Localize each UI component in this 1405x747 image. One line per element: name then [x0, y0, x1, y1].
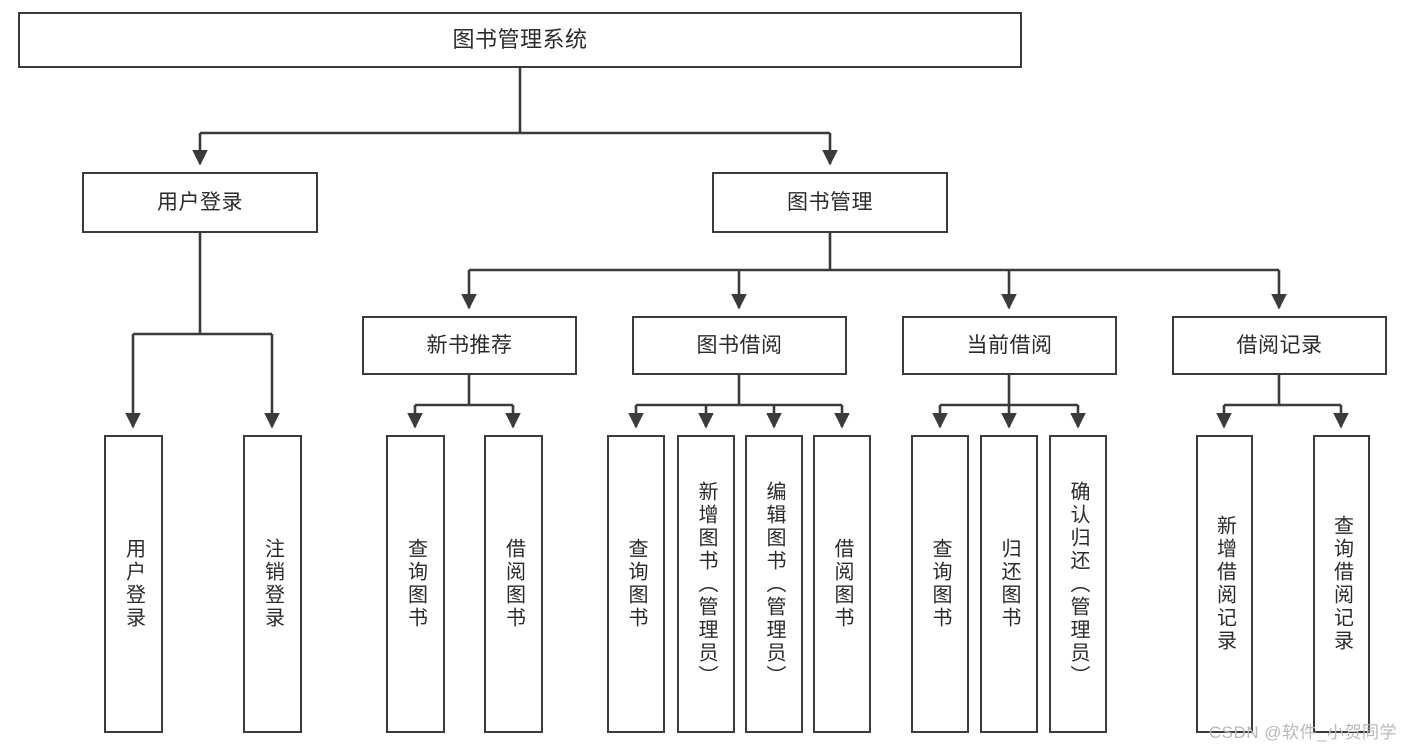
leaf-new-book-query[interactable]: 查询图书 [386, 435, 445, 733]
leaf-user-login-logout[interactable]: 注销登录 [243, 435, 302, 733]
node-book-management-label: 图书管理 [787, 190, 873, 214]
leaf-borrow-book-edit[interactable]: 编辑图书（管理员） [745, 435, 803, 733]
node-new-book-recommend-label: 新书推荐 [426, 333, 513, 357]
node-new-book-recommend[interactable]: 新书推荐 [362, 316, 577, 375]
leaf-new-book-borrow[interactable]: 借阅图书 [484, 435, 543, 733]
node-borrow-record-label: 借阅记录 [1236, 333, 1323, 357]
leaf-borrow-book-edit-label: 编辑图书（管理员） [763, 480, 785, 688]
leaf-current-borrow-return-label: 归还图书 [998, 538, 1020, 630]
node-book-management[interactable]: 图书管理 [712, 172, 948, 233]
leaf-new-book-query-label: 查询图书 [404, 538, 427, 630]
leaf-current-borrow-confirm-label: 确认归还（管理员） [1067, 480, 1089, 688]
leaf-borrow-book-borrow-label: 借阅图书 [831, 538, 853, 630]
leaf-borrow-record-add-label: 新增借阅记录 [1213, 515, 1236, 653]
leaf-borrow-book-query[interactable]: 查询图书 [607, 435, 665, 733]
node-root[interactable]: 图书管理系统 [18, 12, 1022, 68]
leaf-borrow-book-add-label: 新增图书（管理员） [695, 480, 717, 688]
node-user-login-label: 用户登录 [157, 190, 243, 214]
leaf-new-book-borrow-label: 借阅图书 [502, 538, 525, 630]
node-user-login[interactable]: 用户登录 [82, 172, 318, 233]
leaf-current-borrow-query[interactable]: 查询图书 [911, 435, 969, 733]
node-book-borrow[interactable]: 图书借阅 [632, 316, 847, 375]
leaf-borrow-book-borrow[interactable]: 借阅图书 [813, 435, 871, 733]
leaf-current-borrow-return[interactable]: 归还图书 [980, 435, 1038, 733]
leaf-borrow-book-query-label: 查询图书 [625, 538, 647, 630]
node-current-borrow[interactable]: 当前借阅 [902, 316, 1117, 375]
leaf-borrow-record-query-label: 查询借阅记录 [1330, 515, 1353, 653]
leaf-user-login-login[interactable]: 用户登录 [104, 435, 163, 733]
node-current-borrow-label: 当前借阅 [966, 333, 1053, 357]
leaf-borrow-record-add[interactable]: 新增借阅记录 [1196, 435, 1253, 733]
leaf-current-borrow-query-label: 查询图书 [929, 538, 951, 630]
node-borrow-record[interactable]: 借阅记录 [1172, 316, 1387, 375]
leaf-current-borrow-confirm[interactable]: 确认归还（管理员） [1049, 435, 1107, 733]
node-root-label: 图书管理系统 [452, 26, 588, 52]
leaf-borrow-book-add[interactable]: 新增图书（管理员） [677, 435, 735, 733]
leaf-user-login-login-label: 用户登录 [122, 538, 145, 630]
node-book-borrow-label: 图书借阅 [696, 333, 783, 357]
leaf-borrow-record-query[interactable]: 查询借阅记录 [1313, 435, 1370, 733]
leaf-user-login-logout-label: 注销登录 [261, 538, 284, 630]
